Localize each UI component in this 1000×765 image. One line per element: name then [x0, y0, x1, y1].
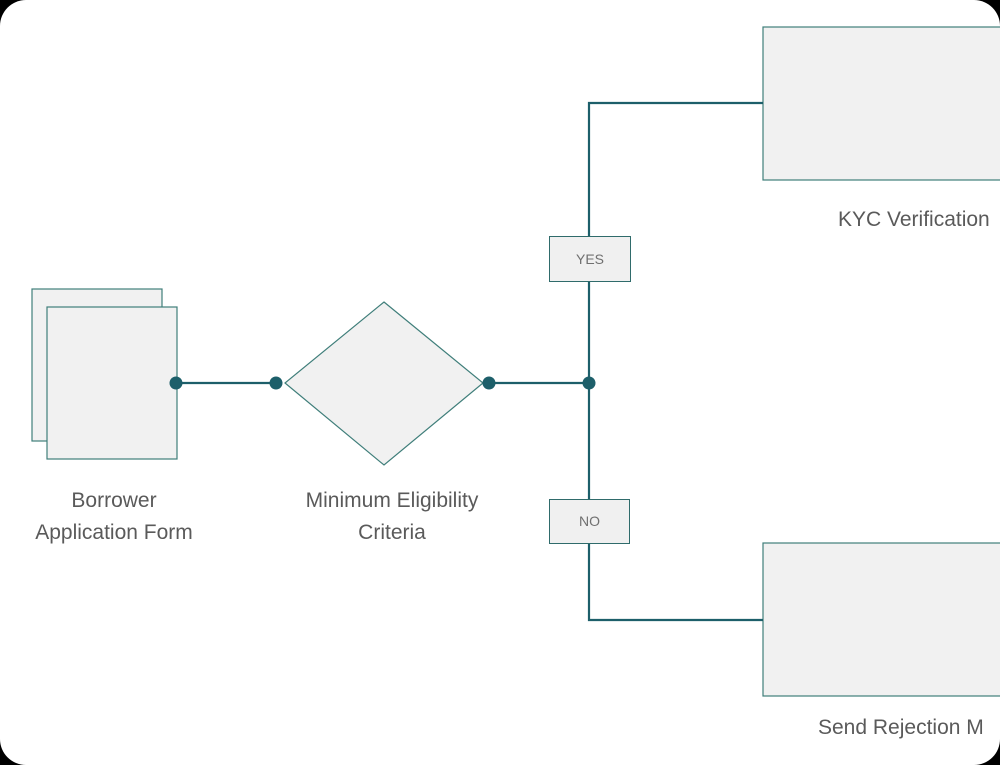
label-eligibility: Minimum Eligibility Criteria — [282, 485, 502, 549]
branch-label-no[interactable]: NO — [549, 499, 630, 544]
connection-point[interactable] — [269, 376, 283, 390]
process-node-kyc[interactable] — [762, 26, 1000, 181]
label-application-form-line2: Application Form — [35, 521, 193, 544]
document-front-sheet — [46, 306, 178, 460]
decision-node-eligibility[interactable] — [284, 301, 484, 466]
label-rejection: Send Rejection M — [818, 716, 984, 739]
connection-point[interactable] — [582, 376, 596, 390]
connection-point[interactable] — [482, 376, 496, 390]
connection-point[interactable] — [169, 376, 183, 390]
label-kyc: KYC Verification — [838, 208, 990, 231]
connector-no-branch — [587, 383, 763, 622]
label-application-form: Borrower Application Form — [14, 485, 214, 549]
label-application-form-line1: Borrower — [71, 489, 157, 512]
connector-yes-branch — [587, 101, 763, 383]
label-eligibility-line1: Minimum Eligibility — [305, 489, 479, 512]
process-node-rejection[interactable] — [762, 542, 1000, 697]
document-node-application-form[interactable] — [31, 288, 178, 460]
label-eligibility-line2: Criteria — [358, 521, 426, 544]
branch-label-yes[interactable]: YES — [549, 236, 631, 282]
